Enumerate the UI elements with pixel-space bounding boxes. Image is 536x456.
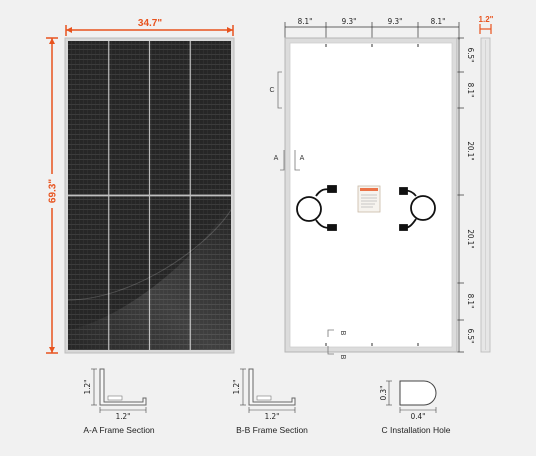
back-top-label-3: 9.3" xyxy=(388,17,403,26)
section-a-marker: A A xyxy=(274,150,305,171)
section-aa-profile xyxy=(99,368,147,406)
section-aa-horizontal-label: 1.2" xyxy=(116,412,131,421)
section-aa-caption: A-A Frame Section xyxy=(83,425,155,435)
section-c-horizontal-label: 0.4" xyxy=(411,412,426,421)
front-width-label: 34.7" xyxy=(138,18,162,29)
front-height-label: 69.3" xyxy=(48,179,59,203)
section-bb-vertical-label: 1.2" xyxy=(232,380,241,395)
section-bb-profile xyxy=(248,368,296,406)
section-c-vertical-label: 0.3" xyxy=(379,386,388,401)
back-top-label-4: 8.1" xyxy=(431,17,446,26)
section-b-mark-label-bottom: B xyxy=(339,355,346,360)
junction-box xyxy=(357,185,381,213)
front-panel-group: 34.7" 69.3" xyxy=(44,18,235,354)
back-right-label-5: 8.1" xyxy=(466,294,475,309)
section-aa-vertical-label: 1.2" xyxy=(83,380,92,395)
section-c-mark-label: C xyxy=(269,87,274,94)
back-right-label-3: 20.1" xyxy=(466,141,475,160)
front-height-dimension: 69.3" xyxy=(44,37,59,354)
front-panel-glare xyxy=(68,200,231,350)
back-top-dimensions: 8.1" 9.3" 9.3" 8.1" xyxy=(284,17,460,40)
side-thickness-label: 1.2" xyxy=(479,15,494,24)
front-width-dimension: 34.7" xyxy=(65,18,234,36)
back-right-dimensions: 6.5" 8.1" 20.1" 20.1" 8.1" 6.5" xyxy=(454,37,475,353)
section-bb-caption: B-B Frame Section xyxy=(236,425,308,435)
section-bb-detail: 1.2" 1.2" B-B Frame Section xyxy=(232,368,308,435)
section-bb-horizontal-label: 1.2" xyxy=(265,412,280,421)
back-right-label-2: 8.1" xyxy=(466,83,475,98)
side-profile-group: 1.2" xyxy=(479,15,494,353)
back-right-label-4: 20.1" xyxy=(466,229,475,248)
installation-hole-shape xyxy=(399,380,437,406)
back-top-label-1: 8.1" xyxy=(298,17,313,26)
section-a-mark-label-left: A xyxy=(274,155,279,162)
section-c-caption: C Installation Hole xyxy=(382,425,451,435)
back-mounting-holes xyxy=(325,44,419,346)
section-aa-detail: 1.2" 1.2" A-A Frame Section xyxy=(83,368,155,435)
section-b-mark-label-top: B xyxy=(339,331,346,336)
section-c-marker: C xyxy=(269,71,282,109)
section-c-detail: 0.3" 0.4" C Installation Hole xyxy=(379,380,451,435)
back-top-label-2: 9.3" xyxy=(342,17,357,26)
back-panel-group: 8.1" 9.3" 9.3" 8.1" 6.5" 8.1" 20.1" 20.1… xyxy=(269,17,475,360)
section-a-mark-label-right: A xyxy=(300,155,305,162)
cable-left xyxy=(296,185,337,231)
back-right-label-6: 6.5" xyxy=(466,329,475,344)
back-right-label-1: 6.5" xyxy=(466,48,475,63)
section-b-marker: B B xyxy=(327,329,346,360)
cable-right xyxy=(399,187,436,231)
